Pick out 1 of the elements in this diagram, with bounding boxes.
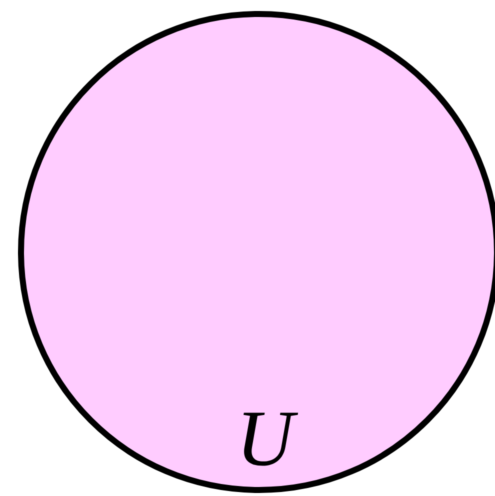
circle-node: U: [18, 11, 495, 493]
